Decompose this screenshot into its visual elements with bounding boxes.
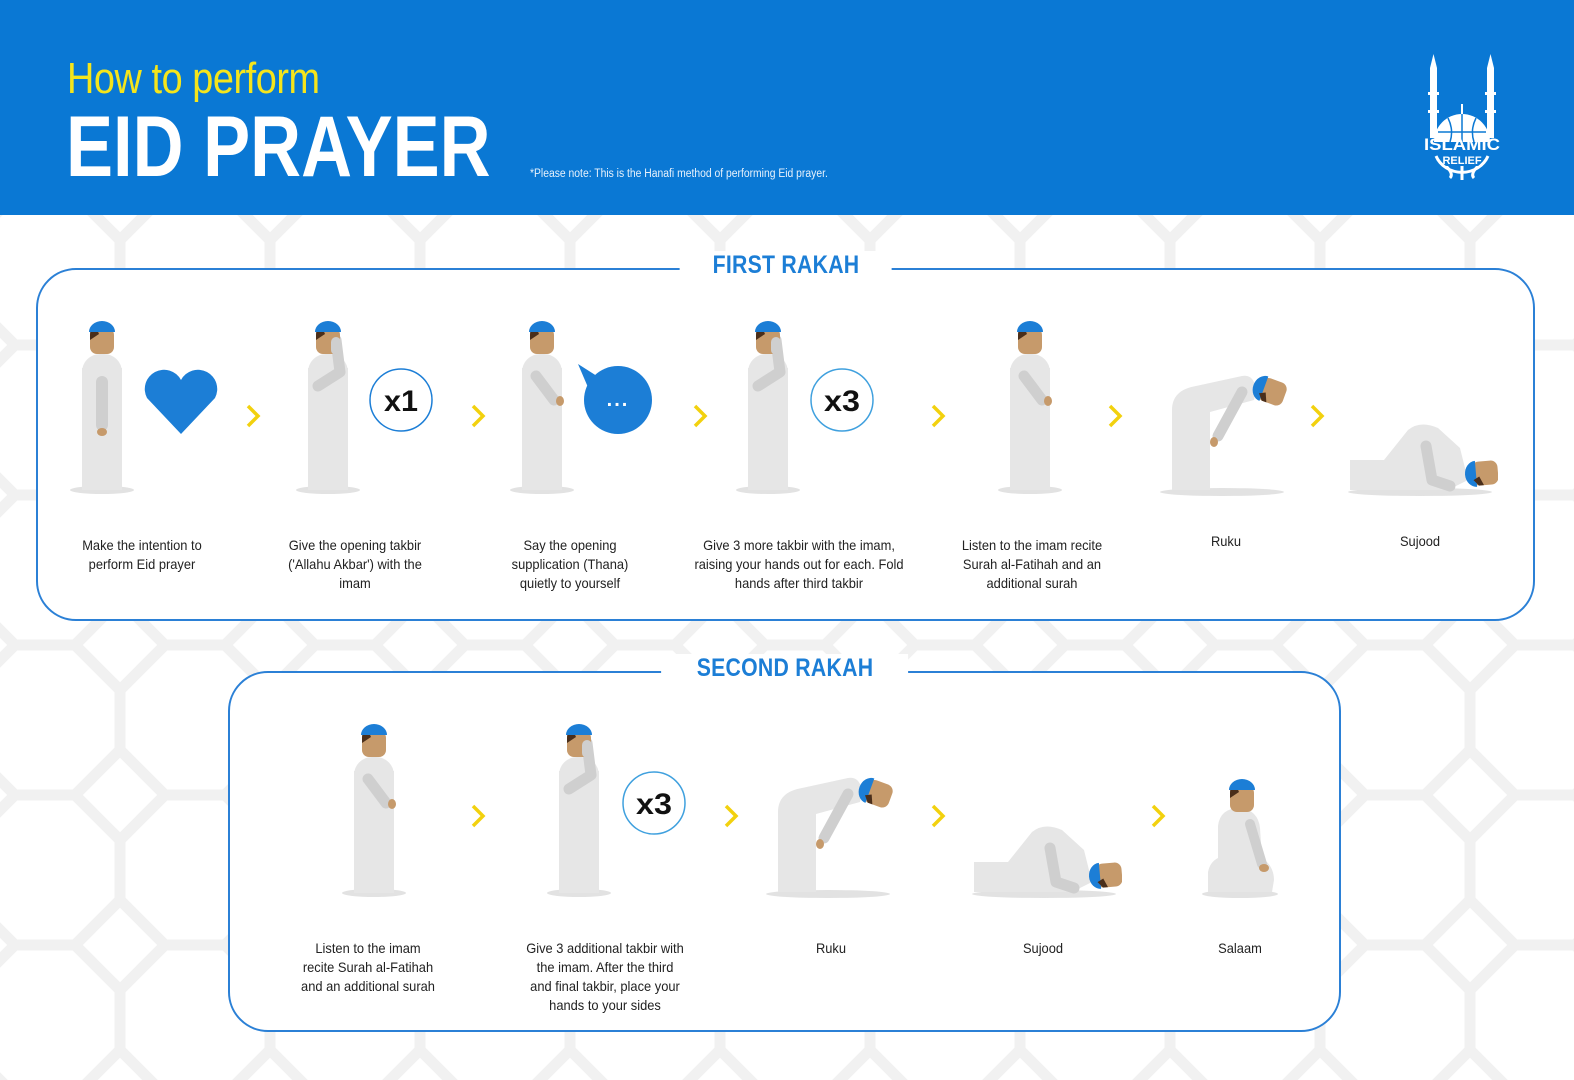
second-rakah-panel: SECOND RAKAH: [228, 654, 1341, 1032]
islamic-relief-logo: ISLAMIC RELIEF: [1424, 54, 1500, 180]
step-caption: Salaam: [1218, 940, 1262, 956]
figure-standing-hands-folded: [510, 321, 574, 494]
logo-text-islamic: ISLAMIC: [1424, 135, 1500, 154]
next-arrow-icon: [724, 804, 739, 828]
figure-standing-hands-raised: [296, 321, 360, 494]
step-caption: Ruku: [1210, 533, 1242, 549]
figure-standing-hands-sides: [70, 321, 134, 494]
badge-x1: x1: [369, 368, 433, 432]
figure-sujood: [972, 826, 1122, 898]
speech-bubble-icon: ...: [578, 364, 652, 434]
figure-ruku: [1160, 375, 1287, 496]
badge-x3: x3: [810, 368, 874, 432]
page-title: EID PRAYER: [66, 99, 491, 195]
svg-text:x3: x3: [636, 788, 672, 821]
figure-standing-hands-folded: [998, 321, 1062, 494]
heart-icon: [144, 369, 218, 434]
figure-sujood: [1348, 424, 1498, 496]
step-caption: Say the opening supplication (Thana) qui…: [511, 537, 629, 591]
step-caption: Sujood: [1022, 940, 1064, 956]
second-rakah-title: SECOND RAKAH: [660, 654, 909, 683]
first-rakah-title: FIRST RAKAH: [679, 251, 892, 280]
header-subtitle: How to perform: [67, 54, 320, 103]
logo-text-relief: RELIEF: [1442, 155, 1481, 167]
next-arrow-icon: [471, 804, 486, 828]
next-arrow-icon: [1310, 404, 1325, 428]
figure-ruku: [766, 777, 893, 898]
step-caption: Make the intention to perform Eid prayer: [82, 537, 202, 572]
step-caption: Listen to the imam recite Surah al-Fatih…: [301, 940, 435, 994]
next-arrow-icon: [931, 804, 946, 828]
next-arrow-icon: [1108, 404, 1123, 428]
step-caption: Give 3 more takbir with the imam, raisin…: [694, 537, 904, 591]
svg-text:...: ...: [607, 389, 630, 411]
step-caption: Ruku: [815, 940, 847, 956]
step-caption: Sujood: [1399, 533, 1441, 549]
next-arrow-icon: [693, 404, 708, 428]
svg-text:x1: x1: [384, 385, 418, 418]
figure-sitting: [1202, 779, 1278, 898]
figure-standing-hands-folded: [342, 724, 406, 897]
next-arrow-icon: [471, 404, 486, 428]
next-arrow-icon: [931, 404, 946, 428]
step-caption: Give 3 additional takbir with the imam. …: [526, 940, 684, 1013]
header-banner: How to perform EID PRAYER *Please note: …: [0, 0, 1574, 215]
hanafi-note: *Please note: This is the Hanafi method …: [530, 168, 828, 180]
badge-x3: x3: [622, 771, 686, 835]
figure-standing-hands-raised: [547, 724, 611, 897]
step-caption: Give the opening takbir ('Allahu Akbar')…: [288, 537, 422, 591]
next-arrow-icon: [246, 404, 261, 428]
svg-text:x3: x3: [824, 385, 860, 418]
figure-standing-hands-raised: [736, 321, 800, 494]
step-caption: Listen to the imam recite Surah al-Fatih…: [961, 537, 1103, 591]
next-arrow-icon: [1151, 804, 1166, 828]
